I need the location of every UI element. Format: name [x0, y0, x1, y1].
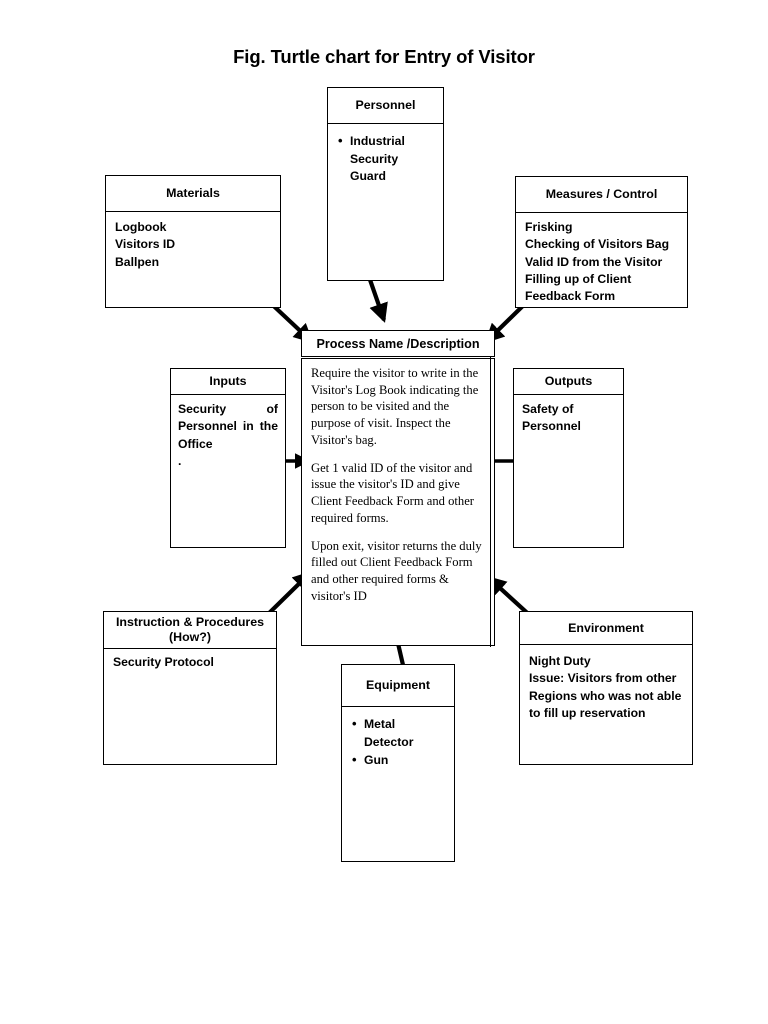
personnel-header: Personnel: [328, 88, 443, 124]
equipment-header: Equipment: [342, 665, 454, 707]
outputs-header: Outputs: [514, 369, 623, 395]
process-text: Require the visitor to write in the Visi…: [302, 359, 494, 605]
instruction-header-line2: (How?): [169, 630, 211, 644]
list-item: Personnel: [522, 419, 581, 434]
inputs-header: Inputs: [171, 369, 285, 395]
list-item: Frisking: [525, 220, 573, 234]
materials-header: Materials: [106, 176, 280, 212]
process-header-box: Process Name /Description: [301, 330, 495, 357]
list-item: Logbook: [115, 220, 167, 234]
process-body-box: Require the visitor to write in the Visi…: [301, 357, 495, 647]
measures-control-header: Measures / Control: [516, 177, 687, 213]
equipment-box: Equipment Metal Detector Gun: [341, 664, 455, 862]
materials-box: Materials Logbook Visitors ID Ballpen: [105, 175, 281, 308]
equipment-list: Metal Detector Gun: [351, 715, 445, 770]
equipment-body: Metal Detector Gun: [342, 707, 454, 861]
list-item: Night Duty: [529, 654, 591, 668]
outputs-body: Safety of Personnel: [514, 395, 623, 547]
list-item: Security Protocol: [113, 655, 214, 669]
list-item: Checking of Visitors Bag: [525, 237, 670, 252]
list-item: Gun: [351, 751, 445, 770]
list-item: Issue: Visitors from other: [529, 671, 677, 686]
personnel-body: Industrial Security Guard: [328, 124, 443, 280]
list-item: Ballpen: [115, 254, 160, 269]
inputs-text: Security of Personnel in the Office: [178, 402, 278, 451]
environment-header: Environment: [520, 612, 692, 645]
personnel-list: Industrial Security Guard: [337, 132, 434, 186]
outputs-box: Outputs Safety of Personnel: [513, 368, 624, 548]
process-header-label: Process Name /Description: [316, 336, 480, 351]
materials-body: Logbook Visitors ID Ballpen: [106, 212, 280, 307]
list-item: Metal Detector: [351, 715, 445, 751]
inputs-box: Inputs Security of Personnel in the Offi…: [170, 368, 286, 548]
list-item: Visitors ID: [115, 237, 176, 252]
personnel-box: Personnel Industrial Security Guard: [327, 87, 444, 281]
list-item: Industrial Security Guard: [337, 132, 434, 186]
environment-box: Environment Night Duty Issue: Visitors f…: [519, 611, 693, 765]
inputs-extra: .: [178, 453, 182, 468]
page-title: Fig. Turtle chart for Entry of Visitor: [233, 46, 535, 67]
list-item: Valid ID from the Visitor: [525, 254, 663, 269]
measures-control-box: Measures / Control Frisking Checking of …: [515, 176, 688, 308]
instruction-header-line1: Instruction & Procedures: [115, 615, 265, 630]
list-item: Filling up of Client: [525, 271, 632, 286]
process-paragraph: Require the visitor to write in the Visi…: [311, 366, 479, 447]
process-paragraph: Upon exit, visitor returns the duly fill…: [311, 538, 482, 603]
instruction-procedures-header: Instruction & Procedures (How?): [104, 612, 276, 649]
list-item: Regions who was not able: [529, 688, 682, 703]
environment-body: Night Duty Issue: Visitors from other Re…: [520, 645, 692, 764]
list-item: to fill up reservation: [529, 705, 646, 720]
inputs-body: Security of Personnel in the Office .: [171, 395, 285, 547]
instruction-procedures-box: Instruction & Procedures (How?) Security…: [103, 611, 277, 765]
process-paragraph: Get 1 valid ID of the visitor and issue …: [311, 460, 474, 525]
instruction-procedures-body: Security Protocol: [104, 649, 276, 764]
list-item: Safety of: [522, 402, 574, 416]
list-item: Feedback Form: [525, 289, 616, 304]
measures-control-body: Frisking Checking of Visitors Bag Valid …: [516, 213, 687, 307]
